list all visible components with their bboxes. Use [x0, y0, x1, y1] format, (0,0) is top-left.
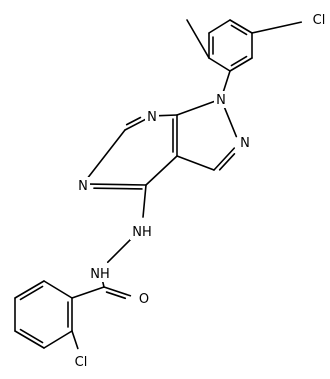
bond-a1-a2	[208, 57, 231, 72]
atom-label-nh-bottom: NH	[90, 267, 110, 282]
bond-a4-a5	[229, 19, 253, 34]
bond-b5-b6	[14, 280, 45, 299]
atom-label-cl-top: Cl	[313, 13, 326, 28]
bond-nt-c6-second	[125, 116, 142, 126]
bond-b6-b1	[43, 280, 73, 299]
bond-a4-a5-second	[230, 24, 248, 36]
bond-a5-cl1	[251, 21, 303, 34]
bond-c6-nl	[86, 129, 126, 180]
bond-co-b1	[71, 286, 105, 299]
bond-co-o-second	[105, 291, 127, 300]
bond-b3-b4	[14, 330, 45, 349]
atom-label-n-pyrimidine-top: N	[147, 110, 157, 125]
atom-label-cl-bottom: Cl	[75, 355, 88, 370]
bond-c3a-c3	[176, 155, 215, 171]
bond-a2-me	[186, 19, 210, 59]
bond-nl-c4	[89, 183, 147, 186]
bond-a1-n1	[222, 70, 231, 94]
atom-label-n1: N	[216, 93, 226, 108]
bond-c3-n2-second	[218, 152, 236, 171]
atom-label-n-pyrazole: N	[240, 136, 250, 151]
bond-n2-n1	[222, 104, 238, 138]
bond-c4-c3a	[145, 155, 178, 186]
bond-a3-a4	[208, 19, 231, 34]
bond-nl-c4-second	[93, 187, 143, 190]
bond-a6-a1-second	[230, 55, 248, 67]
bond-nt-c6	[124, 118, 147, 131]
bond-a6-a1	[229, 57, 253, 72]
atom-label-o: O	[139, 292, 149, 307]
bond-n1-c7a	[176, 100, 216, 116]
bond-b2-b3	[43, 330, 73, 349]
bond-c3-n2	[213, 147, 236, 171]
bonds	[14, 19, 303, 350]
bond-nh1-nh2	[106, 234, 136, 264]
atom-label-n-pyrimidine-left: N	[78, 179, 88, 194]
bond-c7a-nt	[158, 114, 178, 117]
atom-labels: Cl N N N N NH NH O Cl	[71, 11, 329, 370]
bond-c4-nh1	[142, 184, 147, 218]
bond-b2-clb	[71, 330, 79, 350]
atom-label-nh-top: NH	[132, 225, 152, 240]
bond-b5-b6-second	[19, 285, 44, 301]
bond-co-o	[103, 286, 132, 297]
bond-b3-b4-second	[19, 328, 44, 344]
